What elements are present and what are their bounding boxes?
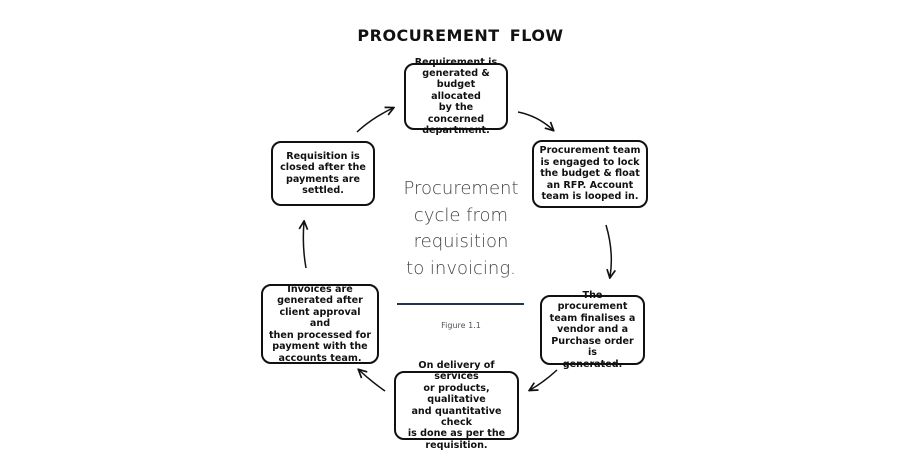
arrow-closure-to-requirement — [356, 108, 393, 133]
step-requirement-text: Requirement is generated & budget alloca… — [414, 56, 498, 137]
step-requirement-box: Requirement is generated & budget alloca… — [404, 57, 508, 136]
arrow-vendor-to-delivery — [530, 369, 558, 390]
step-delivery-box: On delivery of services or products, qua… — [394, 360, 519, 451]
step-vendor-text: The procurement team finalises a vendor … — [549, 290, 636, 370]
step-invoices-text: Invoices are generated after client appr… — [268, 284, 372, 364]
arrow-procurement-team-to-vendor — [605, 224, 611, 277]
step-delivery-text: On delivery of services or products, qua… — [407, 359, 506, 451]
center-caption: Procurement cycle from requisition to in… — [403, 178, 519, 279]
step-invoices-box: Invoices are generated after client appr… — [261, 284, 379, 364]
arrow-requirement-to-procurement-team — [517, 111, 553, 130]
arrow-invoices-to-closure — [303, 222, 306, 269]
arrow-delivery-to-invoices — [359, 370, 386, 392]
step-closure-text: Requisition is closed after the payments… — [280, 150, 366, 196]
step-procurement-team-text: Procurement team is engaged to lock the … — [539, 145, 641, 203]
caption-divider — [397, 303, 524, 305]
step-closure-box: Requisition is closed after the payments… — [271, 141, 375, 206]
step-procurement-team-box: Procurement team is engaged to lock the … — [532, 140, 648, 208]
step-vendor-box: The procurement team finalises a vendor … — [540, 290, 645, 370]
diagram-title: PROCUREMENT FLOW — [357, 26, 564, 45]
figure-label: Figure 1.1 — [441, 321, 481, 330]
